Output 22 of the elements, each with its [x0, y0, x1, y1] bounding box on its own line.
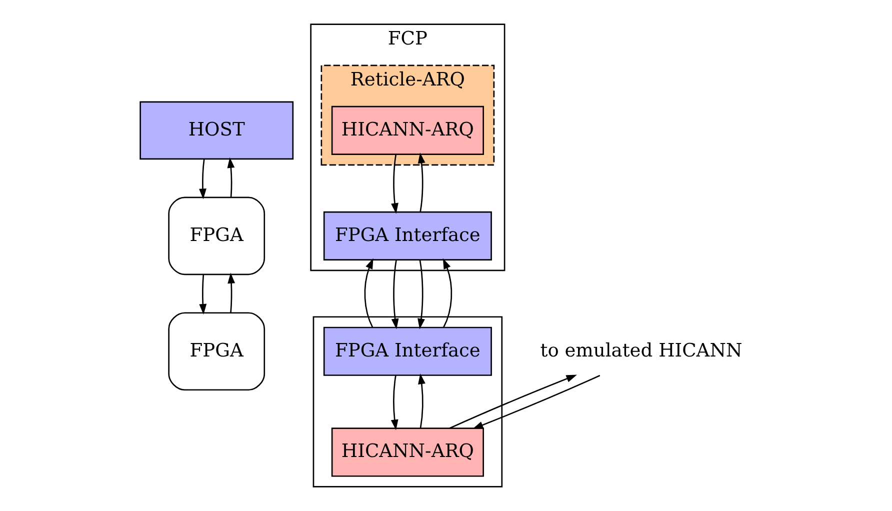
arrow	[390, 154, 398, 214]
arrow	[227, 272, 235, 313]
arrow	[417, 260, 424, 330]
node-box: HOST	[139, 101, 294, 160]
arrow	[226, 157, 234, 198]
node-box: FPGA Interface	[322, 211, 492, 260]
arrow	[198, 274, 206, 315]
arrow	[442, 258, 452, 328]
node-box: FPGA	[168, 196, 265, 276]
node-text: to emulated HICANN	[540, 340, 742, 362]
node-box: FPGA	[168, 312, 265, 391]
arrow	[417, 152, 425, 212]
node-box: HICANN-ARQ	[330, 428, 484, 477]
arrow	[448, 374, 576, 429]
arrow	[390, 260, 398, 330]
arrow	[390, 375, 398, 430]
arrow	[364, 258, 373, 328]
arrow	[472, 374, 600, 429]
arrow	[418, 373, 425, 428]
node-box: HICANN-ARQ	[330, 106, 484, 155]
node-box: FPGA Interface	[322, 326, 492, 376]
arrow	[198, 159, 206, 200]
